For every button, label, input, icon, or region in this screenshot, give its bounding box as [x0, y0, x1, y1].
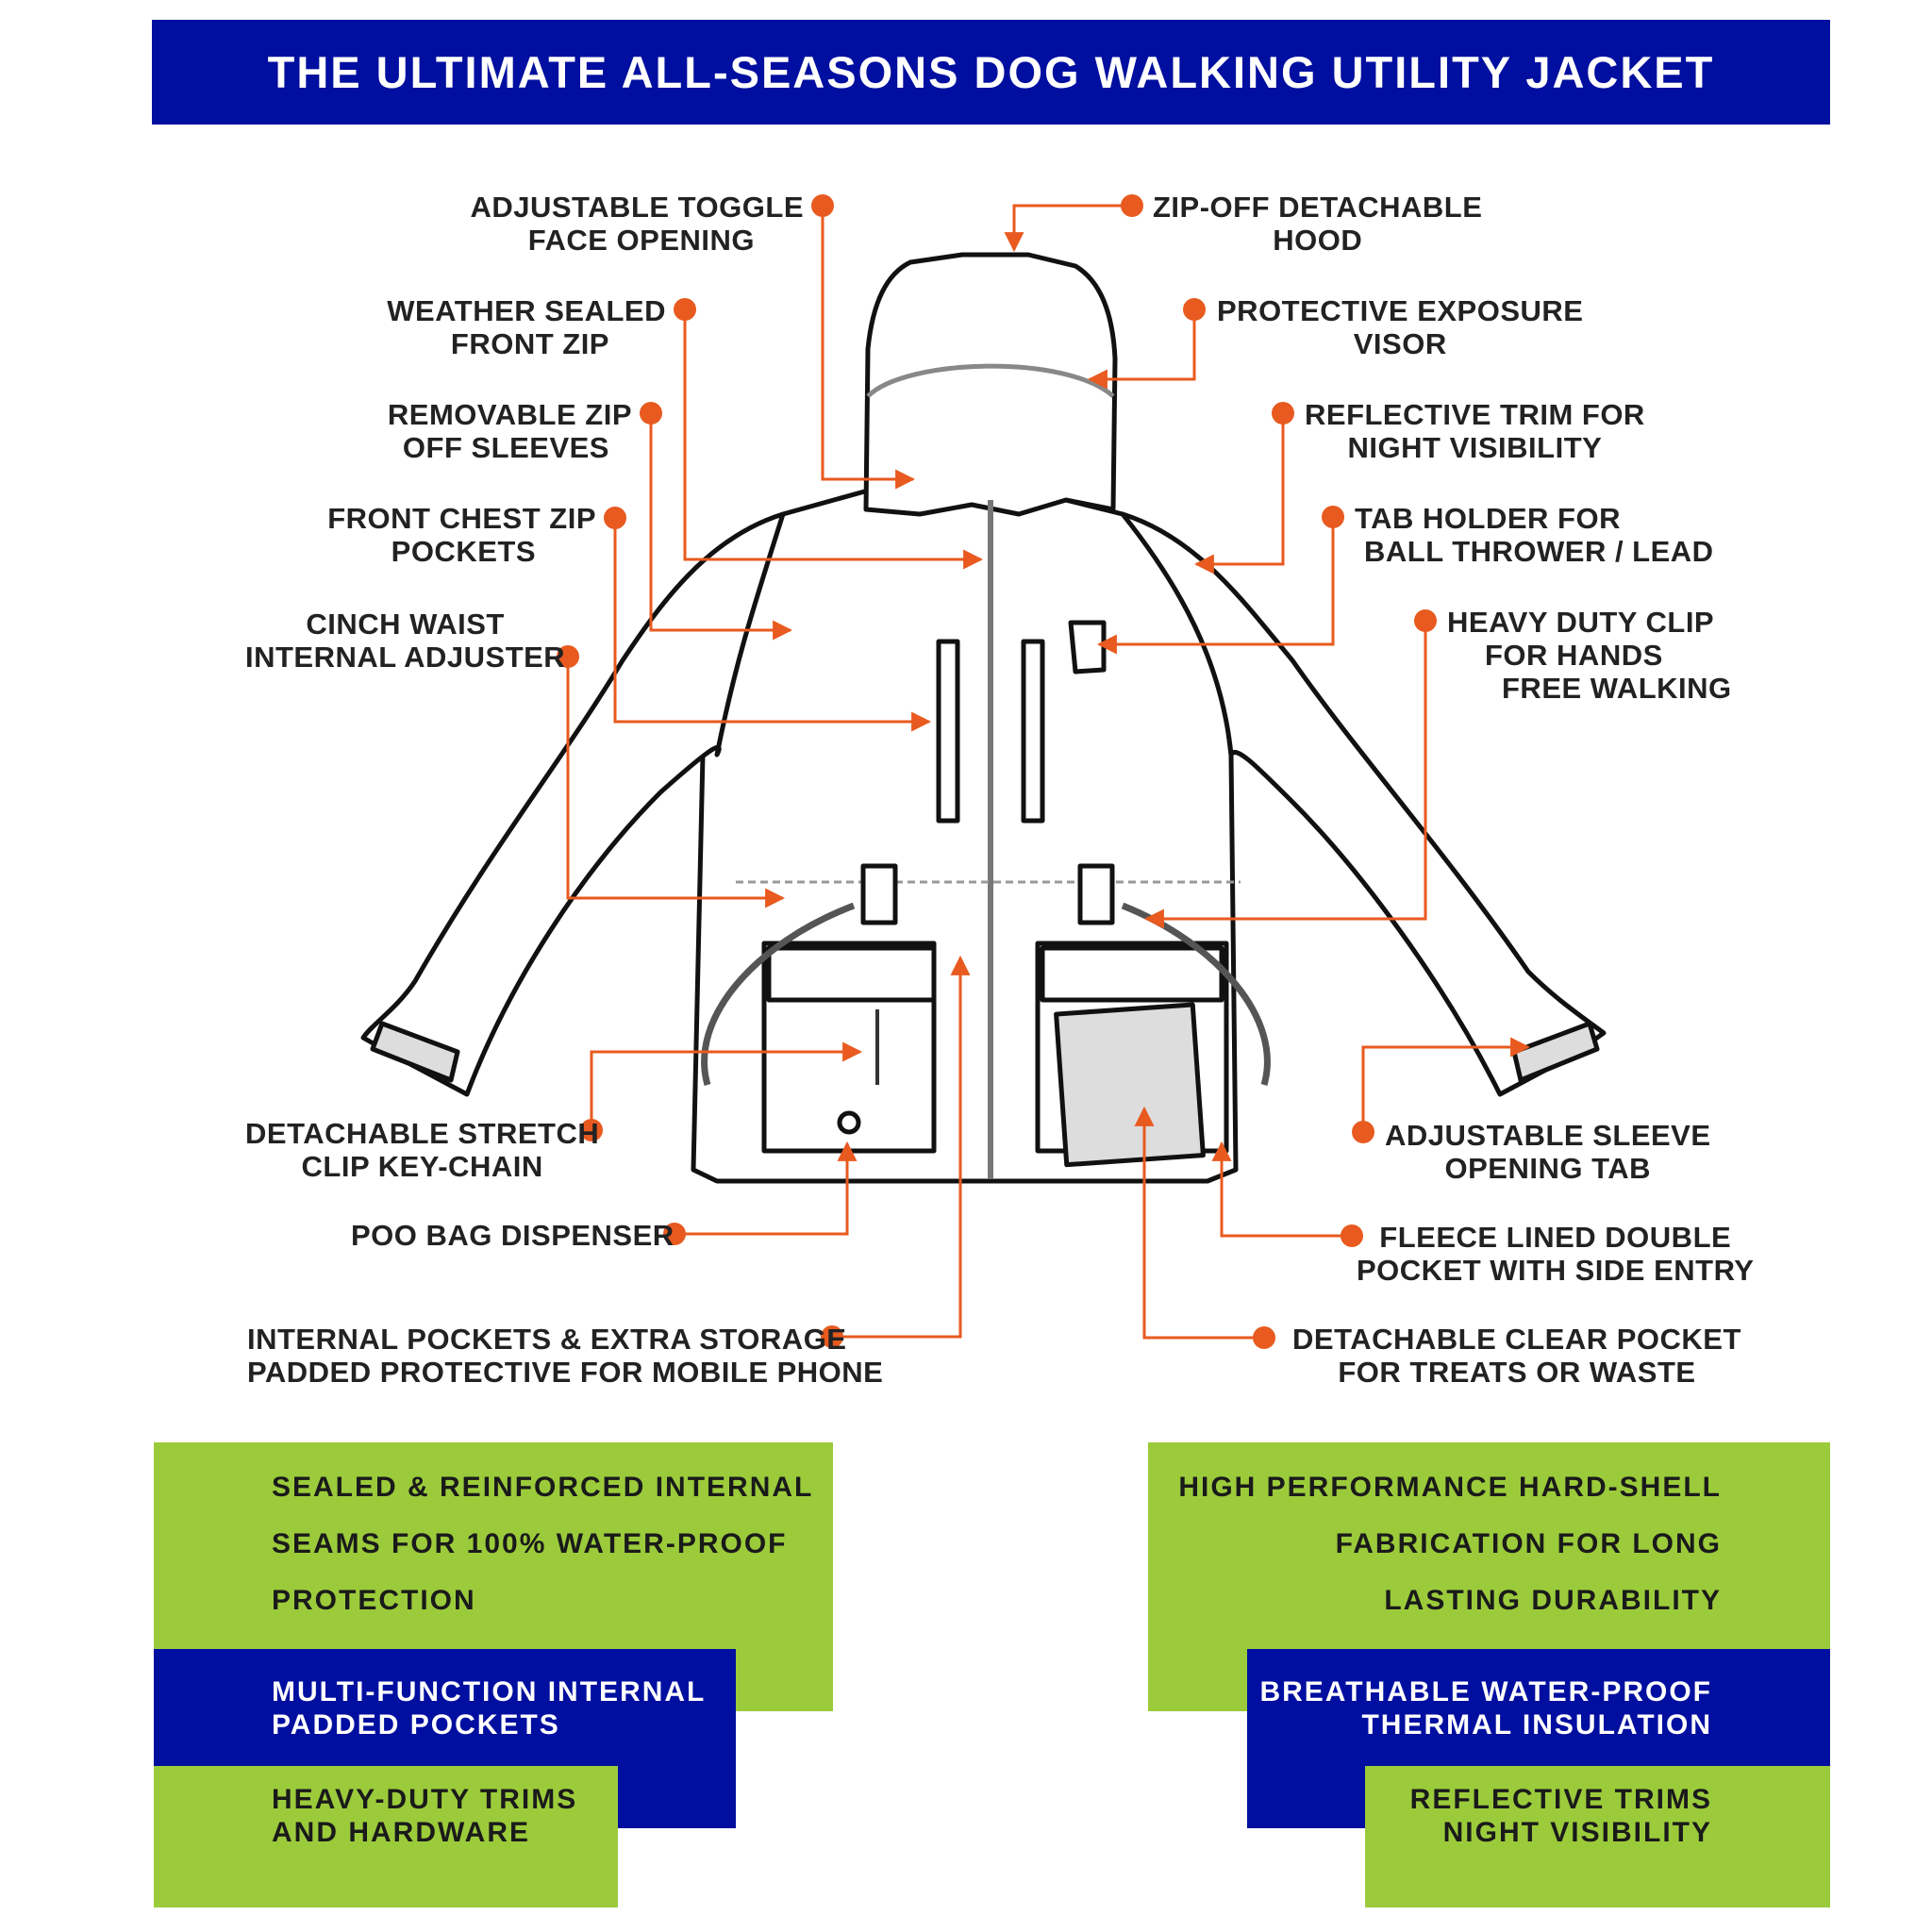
- panel-text: SEALED & REINFORCED INTERNAL: [272, 1472, 814, 1503]
- marker-dot: [604, 507, 626, 529]
- leader-reflective: [1193, 413, 1285, 575]
- panel-text: BREATHABLE WATER-PROOF: [1259, 1676, 1712, 1707]
- leader-clip: [1143, 621, 1427, 929]
- leader-hood: [1004, 204, 1132, 253]
- marker-dot: [663, 1223, 686, 1245]
- panel-text: PROTECTION: [272, 1585, 476, 1616]
- marker-dot: [640, 402, 662, 425]
- leader-waist: [566, 657, 786, 908]
- panel-text: FABRICATION FOR LONG: [1335, 1528, 1722, 1559]
- leader-clear-pocket: [1134, 1106, 1264, 1340]
- marker-dot: [821, 1325, 843, 1348]
- poo-bag-dispenser: [837, 1110, 861, 1135]
- lower-pocket-left-flap: [766, 945, 937, 1003]
- marker-dot: [557, 645, 579, 668]
- leader-sleeves: [649, 413, 793, 641]
- feature-label: POO BAG DISPENSER: [351, 1219, 675, 1252]
- panel-text: SEAMS FOR 100% WATER-PROOF: [272, 1528, 788, 1559]
- marker-dot: [1272, 402, 1294, 425]
- panel-text: LASTING DURABILITY: [1384, 1585, 1722, 1616]
- clip-tab-right: [1077, 863, 1115, 925]
- right-cuff: [1511, 1021, 1600, 1083]
- chest-pocket-right: [1021, 639, 1045, 824]
- left-cuff: [370, 1021, 460, 1083]
- marker-dot: [674, 298, 696, 321]
- marker-dot: [580, 1119, 603, 1141]
- leader-visor: [1087, 309, 1196, 390]
- feature-label: HEAVY DUTY CLIP FOR HANDS FREE WALKING: [1447, 606, 1732, 705]
- panel-text: HIGH PERFORMANCE HARD-SHELL: [1178, 1472, 1722, 1503]
- page-title: THE ULTIMATE ALL-SEASONS DOG WALKING UTI…: [267, 47, 1715, 97]
- hood-outline: [863, 252, 1118, 517]
- jacket-outline: [360, 252, 1607, 1184]
- leader-lines: [566, 204, 1531, 1340]
- left-sleeve: [360, 511, 786, 1097]
- panel-text: THERMAL INSULATION: [1361, 1709, 1712, 1740]
- panel-right-green-bottom: REFLECTIVE TRIMS NIGHT VISIBILITY: [1365, 1766, 1830, 1907]
- leader-tab-holder: [1096, 517, 1335, 655]
- leader-toggle: [821, 206, 916, 490]
- panel-text: NIGHT VISIBILITY: [1442, 1817, 1712, 1848]
- lower-pocket-right-flap: [1040, 945, 1224, 1003]
- panel-text: REFLECTIVE TRIMS: [1409, 1784, 1712, 1815]
- marker-dot: [1341, 1224, 1363, 1247]
- title-banner: THE ULTIMATE ALL-SEASONS DOG WALKING UTI…: [152, 20, 1830, 125]
- tab-holder: [1068, 620, 1107, 675]
- panel-text: PADDED POCKETS: [272, 1709, 560, 1740]
- chest-pocket-left: [936, 639, 960, 824]
- leader-front-zip: [683, 309, 984, 570]
- leader-chest-pockets: [613, 518, 932, 732]
- panel-left-green-bottom: HEAVY-DUTY TRIMS AND HARDWARE: [154, 1766, 618, 1907]
- marker-dot: [811, 194, 834, 217]
- panel-text: HEAVY-DUTY TRIMS: [272, 1784, 578, 1815]
- leader-poo-bag: [675, 1141, 858, 1236]
- strap-left: [701, 902, 856, 1086]
- marker-dot: [1253, 1326, 1275, 1349]
- leader-internal: [832, 955, 971, 1339]
- marker-dot: [1121, 194, 1143, 217]
- clear-pocket: [1054, 1002, 1206, 1168]
- marker-dot: [1322, 506, 1344, 528]
- leader-fleece: [1211, 1141, 1352, 1238]
- clip-tab-left: [860, 863, 898, 925]
- marker-dot: [1414, 609, 1437, 632]
- panel-text: MULTI-FUNCTION INTERNAL: [272, 1676, 707, 1707]
- panel-text: AND HARDWARE: [272, 1817, 530, 1848]
- marker-dot: [1183, 298, 1206, 321]
- leader-keychain: [590, 1041, 863, 1130]
- marker-dot: [1352, 1121, 1374, 1143]
- leader-sleeve-tab: [1361, 1037, 1531, 1132]
